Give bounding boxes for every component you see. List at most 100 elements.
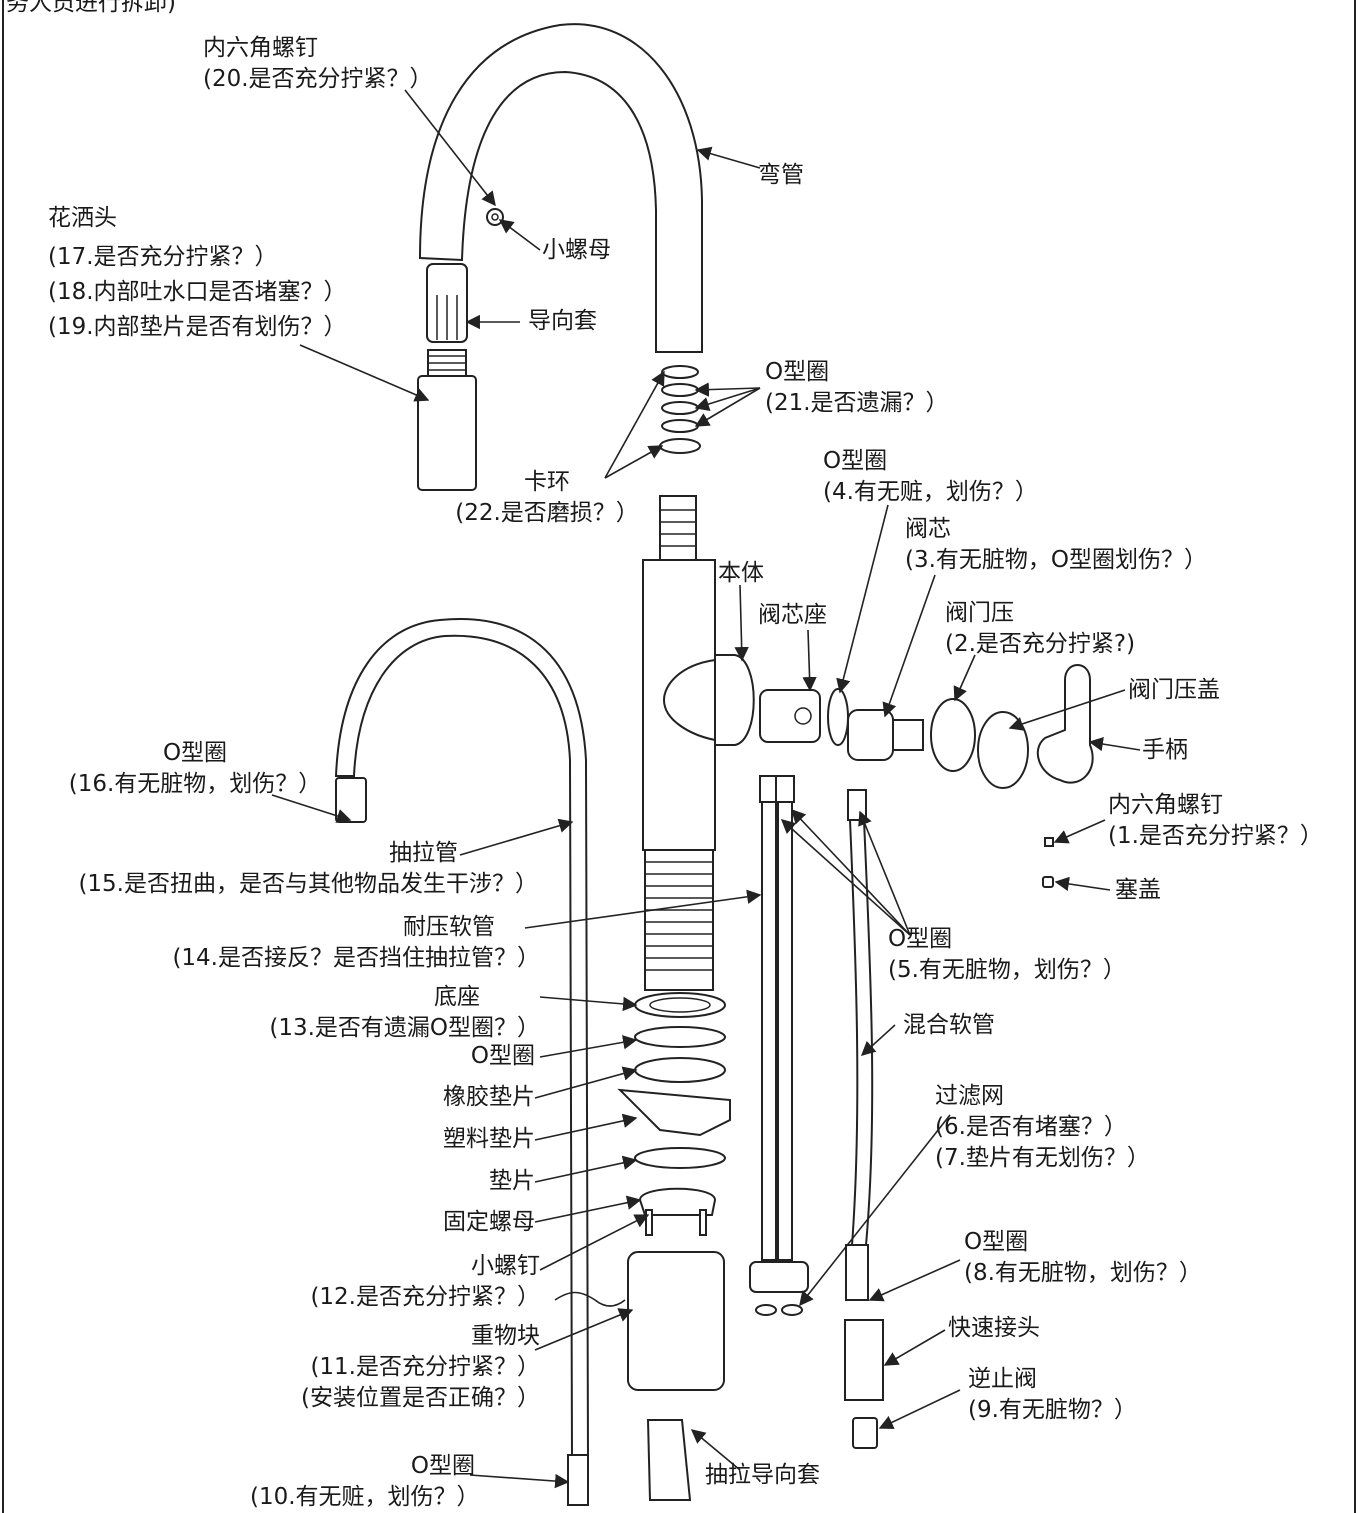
plastic-gasket-part xyxy=(617,1088,731,1137)
label-oring-16-check: (16.有无脏物，划伤？） xyxy=(68,771,322,797)
label-oring-21: O型圈 (21.是否遗漏？） xyxy=(765,357,949,419)
label-filter-check7: (7.垫片有无划伤？） xyxy=(935,1145,1150,1171)
label-small-screw-name: 小螺钉 xyxy=(471,1253,540,1279)
label-pressure-hose-check: (14.是否接反？是否挡住抽拉管？） xyxy=(172,945,540,971)
pull-guide-sleeve-part xyxy=(646,1419,692,1501)
label-pressure-hose-name: 耐压软管 xyxy=(403,914,495,940)
check-valve-part xyxy=(852,1417,878,1449)
label-oring-5: O型圈 (5.有无脏物，划伤？） xyxy=(888,924,1126,986)
label-hex-screw-top-check: (20.是否充分拧紧？） xyxy=(203,66,433,92)
valve-seat-part xyxy=(759,689,821,743)
pressure-hose-part xyxy=(644,849,714,991)
small-nut-part xyxy=(486,208,504,226)
label-oring-10: O型圈 (10.有无赃，划伤？） xyxy=(250,1451,480,1513)
label-pull-guide-sleeve: 抽拉导向套 xyxy=(705,1462,820,1488)
base-part xyxy=(634,992,726,1018)
label-base: 底座 (13.是否有遗漏O型圈？） xyxy=(250,982,540,1044)
label-pull-hose: 抽拉管 (15.是否扭曲，是否与其他物品发生干涉？） xyxy=(28,838,538,900)
plug-cap-part xyxy=(1042,876,1054,888)
label-oring-21-name: O型圈 xyxy=(765,359,830,385)
label-plug-cap: 塞盖 xyxy=(1115,877,1161,903)
label-weight-check-position: (安装位置是否正确？） xyxy=(301,1385,540,1411)
leader-lines xyxy=(271,89,1141,1489)
label-oring-4: O型圈 (4.有无赃，划伤？） xyxy=(823,446,1038,508)
inlet-hoses-part xyxy=(749,775,809,1316)
label-base-name: 底座 xyxy=(434,984,480,1010)
label-check-valve-check: (9.有无脏物？） xyxy=(968,1397,1137,1423)
label-spray-head-name: 花洒头 xyxy=(48,205,117,231)
label-oring-10-name: O型圈 xyxy=(410,1453,475,1479)
spout-tube xyxy=(418,23,703,353)
hex-screw-part xyxy=(1044,837,1054,847)
label-fixing-nut: 固定螺母 xyxy=(443,1209,535,1235)
label-clip-ring: 卡环 (22.是否磨损？） xyxy=(447,467,647,529)
label-clip-ring-name: 卡环 xyxy=(524,469,570,495)
label-spray-head: 花洒头 (17.是否充分拧紧？） (18.内部吐水口是否堵塞？） (19.内部垫… xyxy=(48,203,347,343)
label-oring-5-name: O型圈 xyxy=(888,926,953,952)
label-valve-core: 阀芯 (3.有无脏物，O型圈划伤？） xyxy=(905,514,1207,576)
label-oring-8-name: O型圈 xyxy=(964,1229,1029,1255)
label-small-nut: 小螺母 xyxy=(542,237,611,263)
label-valve-seat: 阀芯座 xyxy=(758,602,827,628)
label-body: 本体 xyxy=(718,560,764,586)
small-screw-left xyxy=(645,1209,653,1236)
valve-cover-part xyxy=(977,711,1029,789)
valve-core-oring-part xyxy=(827,688,849,746)
small-screw-right xyxy=(699,1209,707,1236)
handle-part xyxy=(1036,664,1094,784)
label-oring-8-check: (8.有无脏物，划伤？） xyxy=(964,1260,1202,1286)
spray-head-part xyxy=(417,375,477,491)
header-fragment: 务人员进行拆卸) xyxy=(6,0,176,16)
label-rubber-gasket: 橡胶垫片 xyxy=(443,1084,535,1110)
label-valve-core-check: (3.有无脏物，O型圈划伤？） xyxy=(905,547,1208,573)
label-oring-16: O型圈 (16.有无脏物，划伤？） xyxy=(50,738,340,800)
label-pull-hose-name: 抽拉管 xyxy=(389,840,458,866)
label-mix-hose: 混合软管 xyxy=(903,1012,995,1038)
pull-hose-connector xyxy=(335,777,367,823)
label-pressure-hose: 耐压软管 (14.是否接反？是否挡住抽拉管？） xyxy=(130,912,540,974)
label-plastic-gasket: 塑料垫片 xyxy=(443,1126,535,1152)
label-weight-name: 重物块 xyxy=(471,1323,540,1349)
rubber-gasket-part xyxy=(634,1057,726,1083)
quick-connector-part xyxy=(844,1319,884,1401)
label-gasket: 垫片 xyxy=(489,1168,535,1194)
label-hex-screw-1-name: 内六角螺钉 xyxy=(1108,792,1223,818)
label-valve-cover: 阀门压盖 xyxy=(1128,677,1220,703)
label-filter: 过滤网 (6.是否有堵塞？） (7.垫片有无划伤？） xyxy=(935,1081,1150,1174)
valve-press-part xyxy=(930,698,976,772)
label-oring-16-name: O型圈 xyxy=(162,740,228,766)
label-valve-press: 阀门压 (2.是否充分拧紧?) xyxy=(945,598,1135,660)
label-clip-ring-check: (22.是否磨损？） xyxy=(455,500,639,526)
label-oring-4-name: O型圈 xyxy=(823,448,888,474)
label-handle: 手柄 xyxy=(1142,737,1188,763)
label-spray-head-check17: (17.是否充分拧紧？） xyxy=(48,244,278,270)
label-valve-press-check: (2.是否充分拧紧?) xyxy=(945,631,1136,657)
label-oring-5-check: (5.有无脏物，划伤？） xyxy=(888,957,1126,983)
gasket-part xyxy=(634,1147,726,1169)
label-oring-10-check: (10.有无赃，划伤？） xyxy=(250,1484,480,1510)
label-spout: 弯管 xyxy=(758,162,804,188)
label-oring-21-check: (21.是否遗漏？） xyxy=(765,390,949,416)
spout-orings-part xyxy=(659,365,701,454)
label-filter-name: 过滤网 xyxy=(935,1083,1004,1109)
label-oring-4-check: (4.有无赃，划伤？） xyxy=(823,479,1038,505)
label-hex-screw-1-check: (1.是否充分拧紧？） xyxy=(1108,823,1323,849)
body-thread-top xyxy=(659,495,697,561)
label-hex-screw-top-name: 内六角螺钉 xyxy=(203,35,318,61)
label-oring-8: O型圈 (8.有无脏物，划伤？） xyxy=(964,1227,1202,1289)
oring-base-part xyxy=(634,1026,726,1048)
label-valve-core-name: 阀芯 xyxy=(905,516,951,542)
fixing-nut-part xyxy=(638,1187,717,1216)
mix-hose-connector xyxy=(845,1244,869,1301)
label-small-screw-check: (12.是否充分拧紧？） xyxy=(310,1284,540,1310)
label-filter-check6: (6.是否有堵塞？） xyxy=(935,1114,1127,1140)
label-quick-connector: 快速接头 xyxy=(948,1315,1040,1341)
label-guide-sleeve: 导向套 xyxy=(528,308,597,334)
label-weight: 重物块 (11.是否充分拧紧？） (安装位置是否正确？） xyxy=(270,1321,540,1414)
label-base-check: (13.是否有遗漏O型圈？） xyxy=(269,1015,540,1041)
label-spray-head-check18: (18.内部吐水口是否堵塞？） xyxy=(48,279,347,305)
pull-hose-bottom xyxy=(567,1454,589,1506)
label-small-screw: 小螺钉 (12.是否充分拧紧？） xyxy=(290,1251,540,1313)
